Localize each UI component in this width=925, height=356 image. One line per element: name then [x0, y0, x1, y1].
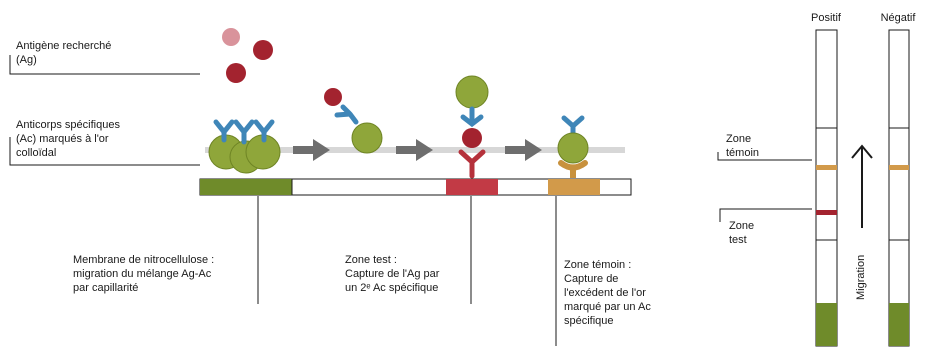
positive-control-band: [816, 165, 837, 170]
antigen: [226, 63, 246, 83]
leader-antigen: [9, 55, 200, 75]
captured-gold-control-zone: [557, 115, 589, 178]
negative-control-band: [889, 165, 909, 170]
positive-strip: [815, 29, 838, 347]
label-antigen: Antigène recherché (Ag): [16, 40, 112, 66]
label-negative: Négatif: [880, 12, 916, 24]
label-membrane: Membrane de nitrocellulose : migration d…: [73, 254, 215, 294]
antigen-antibody-complex: [324, 88, 383, 154]
control-band: [548, 179, 600, 195]
label-control-zone: Zone témoin : Capture de l'excédent de l…: [564, 259, 651, 327]
label-zone-temoin: Zone témoin: [726, 133, 760, 159]
gold-antibody-cluster: [208, 119, 281, 174]
label-test-zone: Zone test : Capture de l'Ag par un 2ᵉ Ac…: [345, 254, 440, 294]
leader-antibodies: [9, 137, 200, 166]
positive-test-band: [816, 210, 837, 215]
antigen-faded: [222, 28, 240, 46]
captured-complex-test-zone: [455, 75, 489, 179]
migration-arrow: [851, 144, 873, 228]
label-antibodies: Anticorps spécifiques (Ac) marqués à l'o…: [16, 119, 120, 159]
flow-arrow: [396, 139, 433, 161]
leader-zone-temoin: [717, 152, 812, 161]
test-strip-horizontal: [199, 178, 632, 196]
test-band: [446, 179, 498, 195]
label-migration: Migration: [855, 254, 867, 300]
leader-zone-test: [719, 208, 812, 212]
negative-strip: [888, 29, 910, 347]
conjugate-pad: [200, 179, 292, 195]
flow-arrow: [505, 139, 542, 161]
antigen: [253, 40, 273, 60]
flow-arrow: [293, 139, 330, 161]
label-positive: Positif: [811, 12, 841, 24]
label-zone-test: Zone test: [729, 220, 755, 246]
